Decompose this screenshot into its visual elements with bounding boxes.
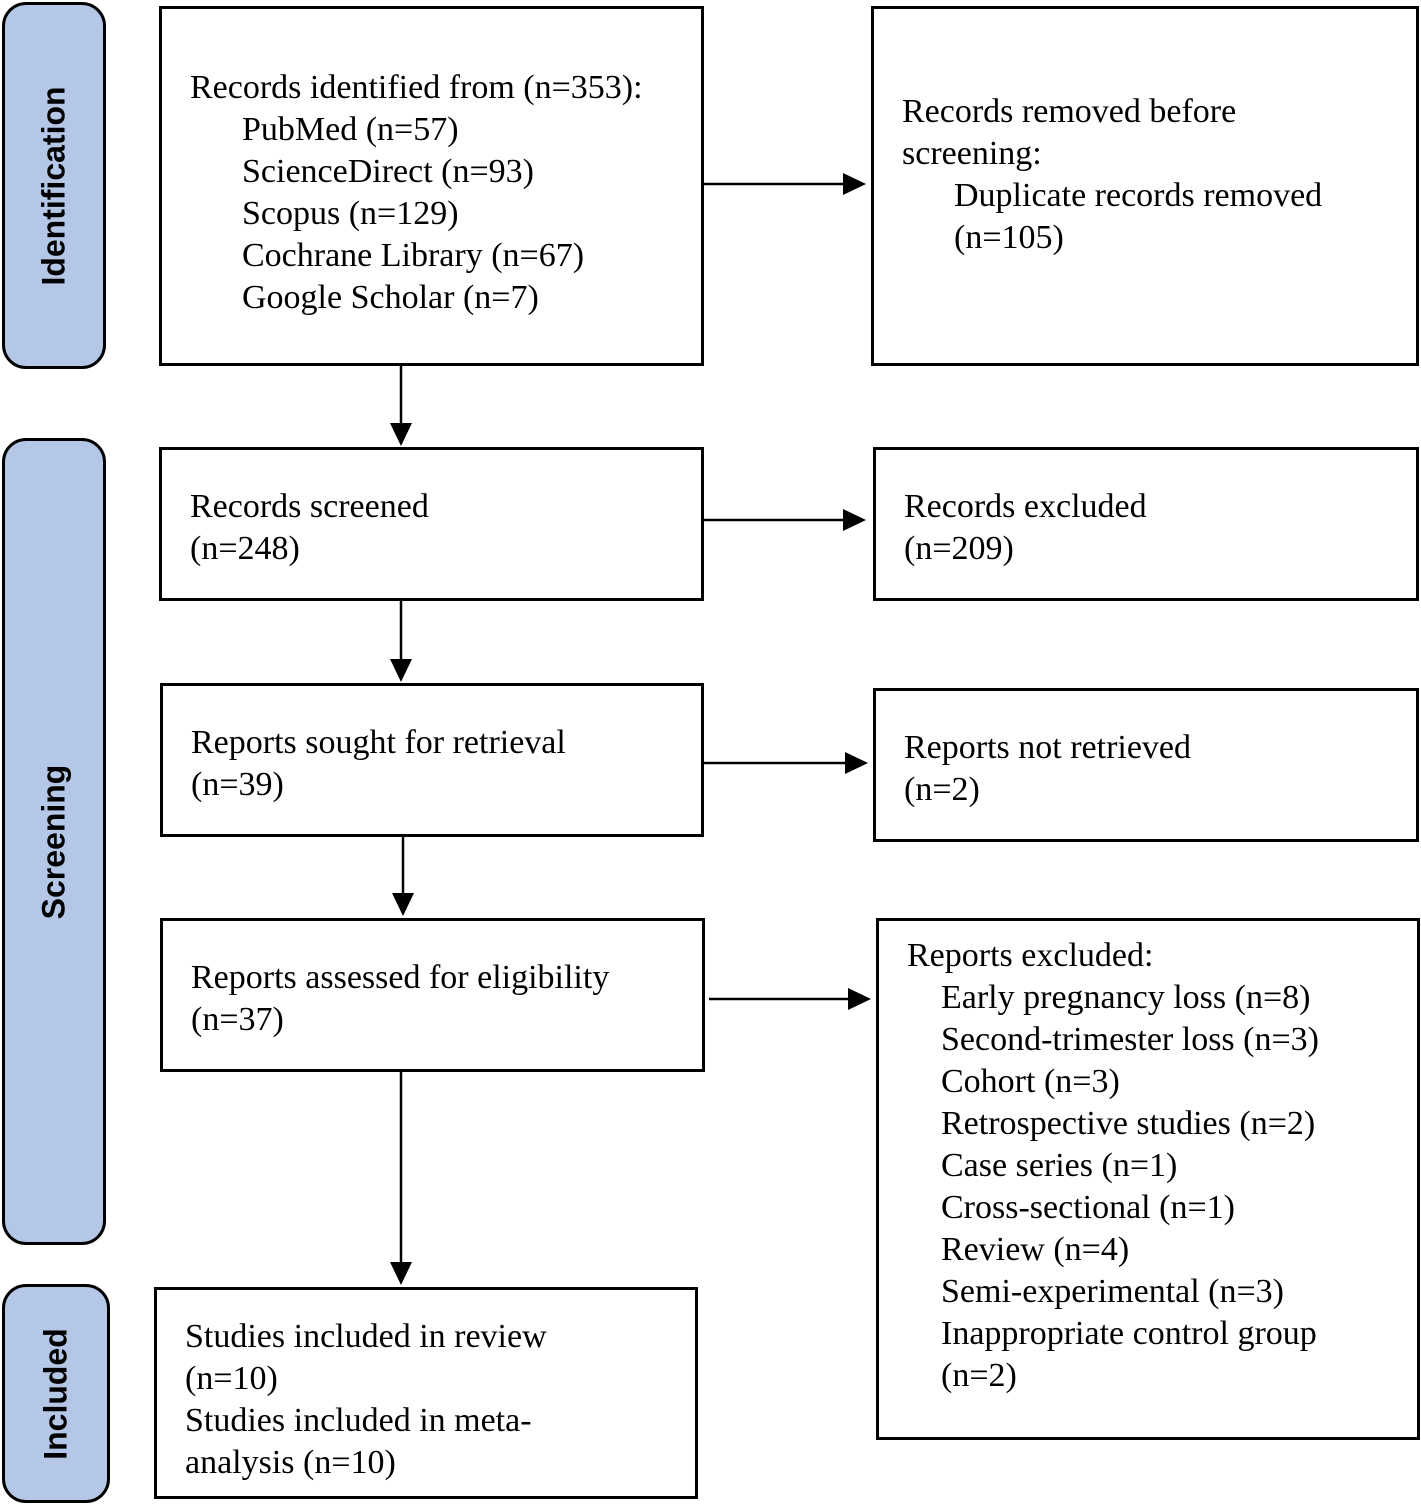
arrowhead bbox=[843, 509, 866, 531]
studies-included-meta-count: analysis (n=10) bbox=[185, 1444, 396, 1481]
duplicates-removed-count: (n=105) bbox=[954, 219, 1064, 256]
reports-sought-label: Reports sought for retrieval bbox=[191, 724, 566, 761]
records-identified-heading: Records identified from (n=353): bbox=[190, 69, 643, 106]
studies-included-meta: Studies included in meta- bbox=[185, 1402, 532, 1439]
exclusion-reason: (n=2) bbox=[941, 1357, 1017, 1394]
phase-screening: Screening bbox=[2, 438, 106, 1245]
arrowhead bbox=[843, 173, 866, 195]
reports-not-retrieved-label: Reports not retrieved bbox=[904, 729, 1192, 766]
records-removed-heading: Records removed before bbox=[902, 93, 1237, 130]
records-excluded-count: (n=209) bbox=[904, 530, 1014, 567]
arrowhead bbox=[390, 1262, 412, 1285]
reports-sought-count: (n=39) bbox=[191, 766, 284, 803]
records-screened-label: Records screened bbox=[190, 488, 429, 525]
reports-assessed-count: (n=37) bbox=[191, 1001, 284, 1038]
reports-excluded-box: Reports excluded: Early pregnancy loss (… bbox=[876, 918, 1420, 1440]
source-item: Google Scholar (n=7) bbox=[242, 279, 539, 316]
records-identified-box: Records identified from (n=353): PubMed … bbox=[159, 6, 704, 366]
records-removed-box: Records removed before screening: Duplic… bbox=[871, 6, 1419, 366]
source-item: Cochrane Library (n=67) bbox=[242, 237, 585, 274]
exclusion-reason: Cohort (n=3) bbox=[941, 1063, 1120, 1100]
records-screened-count: (n=248) bbox=[190, 530, 300, 567]
studies-included-review-count: (n=10) bbox=[185, 1360, 278, 1397]
arrowhead bbox=[392, 893, 414, 916]
reports-assessed-label: Reports assessed for eligibility bbox=[191, 959, 610, 996]
records-screened-box: Records screened (n=248) bbox=[159, 447, 704, 601]
arrowhead bbox=[845, 752, 868, 774]
exclusion-reason: Cross-sectional (n=1) bbox=[941, 1189, 1235, 1226]
exclusion-reason: Second-trimester loss (n=3) bbox=[941, 1021, 1319, 1058]
reports-excluded-heading: Reports excluded: bbox=[907, 937, 1154, 974]
source-item: ScienceDirect (n=93) bbox=[242, 153, 534, 190]
exclusion-reason: Retrospective studies (n=2) bbox=[941, 1105, 1316, 1142]
reports-assessed-box: Reports assessed for eligibility (n=37) bbox=[160, 918, 705, 1072]
exclusion-reason: Semi-experimental (n=3) bbox=[941, 1273, 1285, 1310]
duplicates-removed-label: Duplicate records removed bbox=[954, 177, 1323, 214]
records-excluded-box: Records excluded (n=209) bbox=[873, 447, 1419, 601]
phase-included: Included bbox=[2, 1284, 110, 1503]
exclusion-reason: Review (n=4) bbox=[941, 1231, 1130, 1268]
studies-included-review: Studies included in review bbox=[185, 1318, 547, 1355]
exclusion-reason: Case series (n=1) bbox=[941, 1147, 1178, 1184]
source-item: PubMed (n=57) bbox=[242, 111, 459, 148]
arrowhead bbox=[390, 423, 412, 446]
reports-sought-box: Reports sought for retrieval (n=39) bbox=[160, 683, 704, 837]
exclusion-reason: Inappropriate control group bbox=[941, 1315, 1317, 1352]
phase-identification: Identification bbox=[2, 2, 106, 369]
arrowhead bbox=[848, 988, 871, 1010]
arrowhead bbox=[390, 659, 412, 682]
records-removed-heading-2: screening: bbox=[902, 135, 1042, 172]
exclusion-reason: Early pregnancy loss (n=8) bbox=[941, 979, 1311, 1016]
source-item: Scopus (n=129) bbox=[242, 195, 459, 232]
records-excluded-label: Records excluded bbox=[904, 488, 1147, 525]
reports-not-retrieved-count: (n=2) bbox=[904, 771, 980, 808]
studies-included-box: Studies included in review (n=10) Studie… bbox=[154, 1287, 698, 1499]
reports-not-retrieved-box: Reports not retrieved (n=2) bbox=[873, 688, 1419, 842]
